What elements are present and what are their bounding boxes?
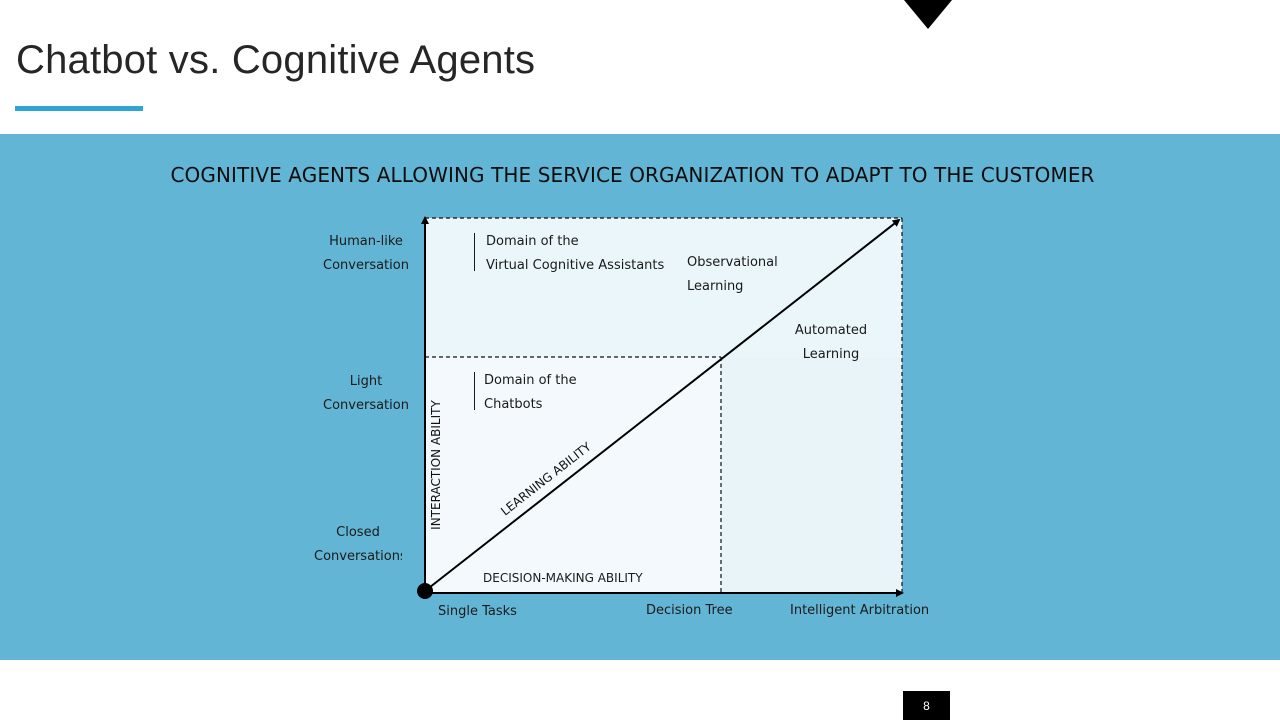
x-level-intelligent-arbitration: Intelligent Arbitration: [790, 603, 930, 618]
automated-region: [721, 357, 902, 593]
vca-region: [425, 218, 902, 357]
observational-learning-label: Observational Learning: [687, 255, 778, 294]
x-level-single-tasks: Single Tasks: [438, 604, 517, 619]
slide-title: Chatbot vs. Cognitive Agents: [16, 38, 536, 82]
automated-learning-label: Automated Learning: [794, 323, 868, 362]
y-level-light: Light Conversation: [323, 374, 409, 413]
chatbot-domain-bar: [474, 372, 475, 410]
chatbot-domain-label: Domain of the Chatbots: [484, 373, 577, 412]
origin-dot: [417, 583, 433, 599]
diagram-title: COGNITIVE AGENTS ALLOWING THE SERVICE OR…: [170, 163, 1095, 187]
vca-domain-label: Domain of the Virtual Cognitive Assistan…: [486, 234, 665, 273]
y-level-human-like: Human-like Conversation: [323, 234, 409, 273]
top-triangle-marker: [904, 0, 952, 29]
vca-domain-bar: [474, 233, 475, 271]
y-level-closed: Closed Conversations: [314, 525, 402, 564]
x-axis-title: DECISION-MAKING ABILITY: [483, 571, 643, 585]
y-axis-title: INTERACTION ABILITY: [429, 400, 443, 530]
title-underline: [15, 106, 143, 111]
learning-diagonal: [424, 218, 901, 592]
x-level-decision-tree: Decision Tree: [646, 603, 733, 618]
page-number: 8: [903, 691, 950, 720]
